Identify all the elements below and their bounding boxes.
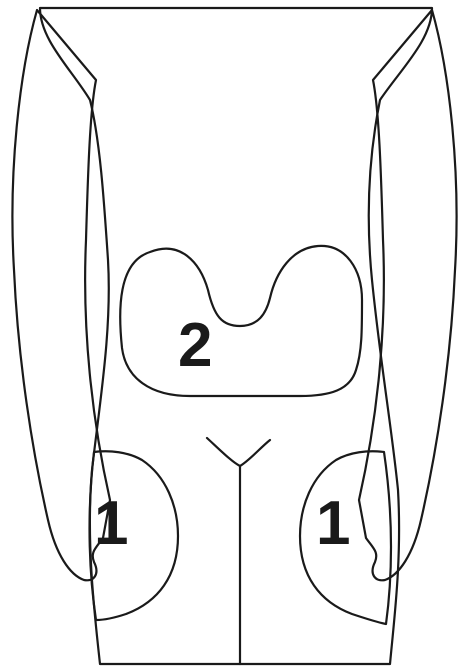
abdomen-zone-label: 2 [178, 311, 212, 380]
right-thigh-zone-label: 1 [316, 489, 350, 558]
abdomen-zone [120, 246, 362, 396]
left-thigh-zone-label: 1 [94, 489, 128, 558]
groin-line [207, 438, 270, 466]
